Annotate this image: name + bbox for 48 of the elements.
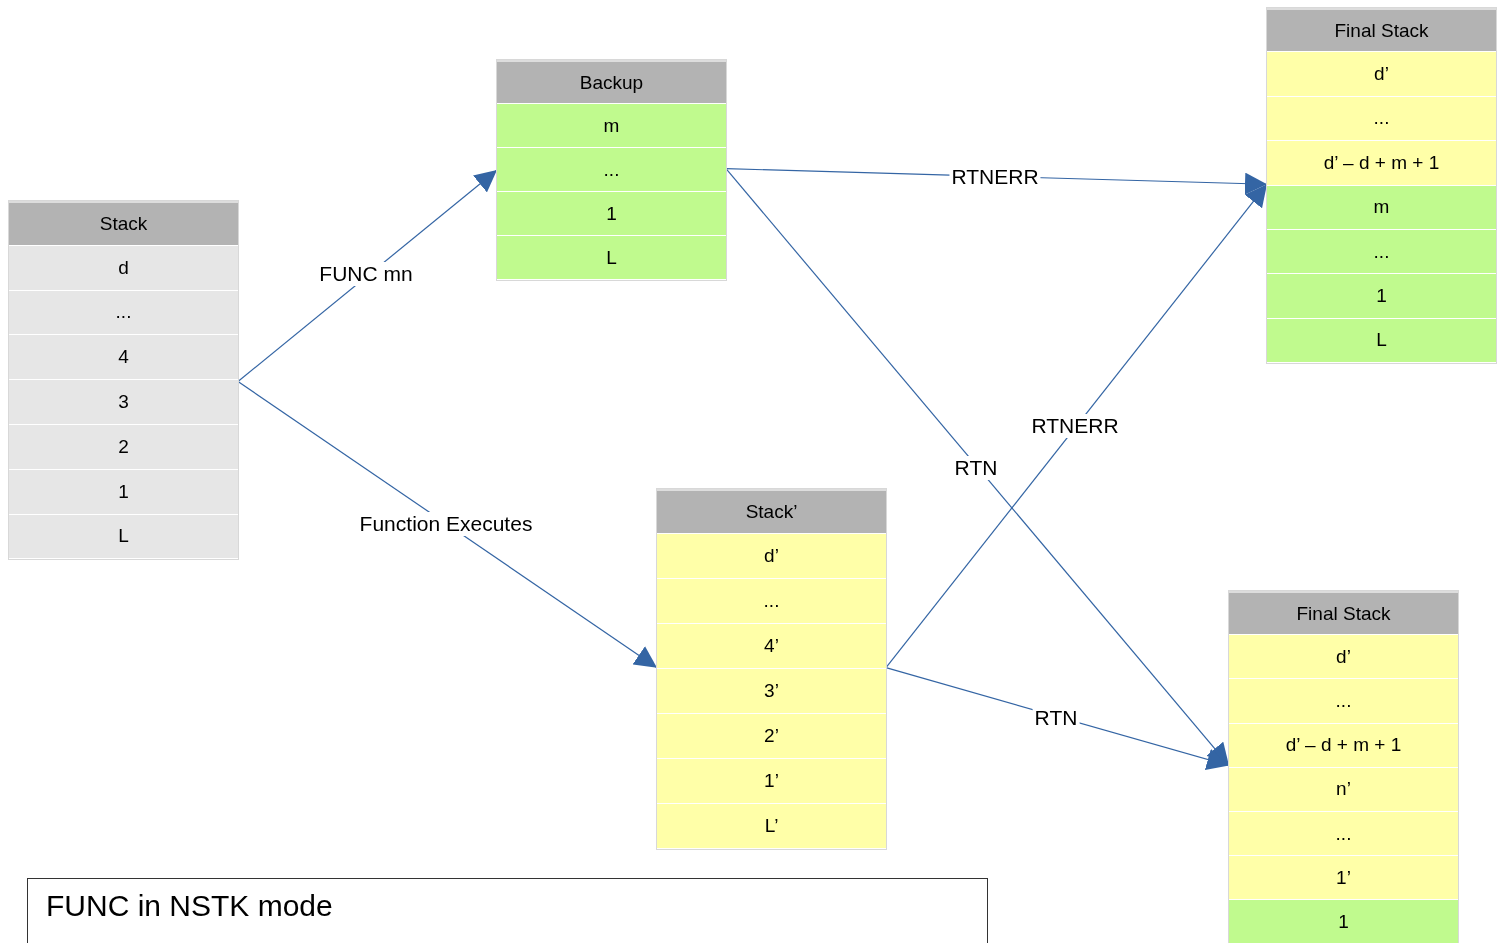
- stack-cell: 3: [9, 380, 238, 425]
- stack-cell: ...: [1267, 229, 1496, 275]
- stack-cell: 1: [497, 192, 726, 236]
- stack-cell: d’: [657, 534, 886, 579]
- stack-cell: 1: [9, 469, 238, 515]
- stack-cell: ...: [1229, 811, 1458, 857]
- stack-cell: L: [9, 514, 238, 560]
- stack-cell: ...: [657, 579, 886, 624]
- stack-cell: ...: [9, 290, 238, 336]
- edge-label: FUNC mn: [317, 262, 415, 286]
- stack-table: [8, 200, 239, 561]
- stack-cell: 1: [1267, 274, 1496, 319]
- stack-cell: d: [9, 245, 238, 291]
- arrow: [237, 380, 658, 669]
- arrow: [725, 168, 1230, 767]
- arrow: [885, 183, 1268, 669]
- table-header: Final Stack: [1267, 8, 1496, 53]
- stack-cell: d’: [1229, 635, 1458, 680]
- stack-cell: 1’: [1229, 856, 1458, 901]
- stack-cell: 3’: [657, 669, 886, 714]
- stack-cell: d’ – d + m + 1: [1229, 723, 1458, 768]
- stack-cell: 1’: [657, 759, 886, 804]
- stack-cell: d’ – d + m + 1: [1267, 141, 1496, 186]
- table-header: Backup: [497, 60, 726, 104]
- title-box: FUNC in NSTK mode: [27, 878, 988, 943]
- stack-cell: n’: [1229, 767, 1458, 812]
- stack-table: [1266, 7, 1497, 365]
- stack-cell: d’: [1267, 52, 1496, 97]
- stack-table: [496, 59, 727, 281]
- table-header: Final Stack: [1229, 591, 1458, 636]
- stack-cell: 4’: [657, 624, 886, 669]
- arrow: [237, 169, 498, 383]
- stack-cell: ...: [1229, 679, 1458, 724]
- table-header: Stack’: [657, 489, 886, 534]
- stack-cell: ...: [497, 148, 726, 192]
- stack-table: [1228, 590, 1459, 943]
- stack-cell: ...: [1267, 96, 1496, 142]
- stack-table: [656, 488, 887, 850]
- stack-cell: 2: [9, 425, 238, 470]
- stack-cell: 1: [1229, 900, 1458, 943]
- stack-cell: 2’: [657, 714, 886, 759]
- stack-cell: L’: [657, 804, 886, 849]
- table-header: Stack: [9, 201, 238, 246]
- stack-cell: L: [1267, 318, 1496, 364]
- stack-cell: 4: [9, 335, 238, 381]
- stack-cell: L: [497, 236, 726, 280]
- stack-cell: m: [1267, 185, 1496, 230]
- stack-cell: m: [497, 104, 726, 148]
